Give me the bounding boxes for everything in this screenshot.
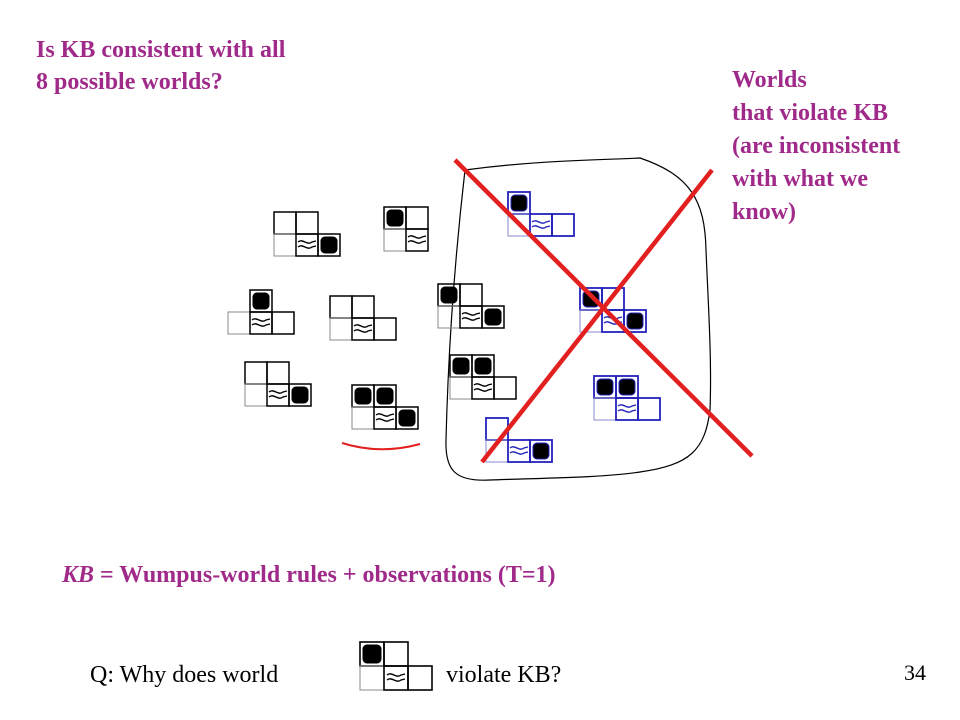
page-number: 34 (904, 660, 926, 685)
kb-abbrev: KB (62, 562, 95, 588)
question-suffix: violate KB? (446, 662, 562, 688)
kb-definition: KB = Wumpus-world rules + observations (… (62, 562, 556, 589)
kb-definition-rest: = Wumpus-world rules + observations (T=1… (94, 562, 556, 588)
pit-icon (354, 387, 372, 405)
breeze-icon (386, 673, 406, 682)
pit-icon (376, 387, 394, 405)
inconsistent-region-outline (445, 157, 712, 481)
violating-worlds-label: Worlds that violate KB (are inconsistent… (732, 64, 900, 228)
question-world-thumbnail (359, 641, 433, 691)
pit-icon (398, 409, 416, 427)
question-prefix: Q: Why does world (90, 662, 279, 688)
inconsistent-world-grid (485, 417, 553, 463)
breeze-icon (407, 235, 427, 244)
pit-icon (626, 312, 644, 330)
breeze-icon (268, 390, 288, 399)
breeze-icon (375, 413, 395, 422)
pit-icon (532, 442, 550, 460)
violate-line-3: (are inconsistent (732, 132, 901, 159)
violate-line-2: that violate KB (732, 99, 888, 126)
world-grid (351, 384, 419, 430)
pit-icon (618, 378, 636, 396)
inconsistent-world-grid (593, 375, 661, 421)
pit-icon (386, 209, 404, 227)
title-line-1: Is KB consistent with all (36, 37, 286, 63)
pit-icon (252, 292, 270, 310)
breeze-icon (509, 446, 529, 455)
world-grid (227, 289, 295, 335)
breeze-icon (297, 240, 317, 249)
slide-title: Is KB consistent with all 8 possible wor… (36, 34, 285, 99)
world-grid (329, 295, 397, 341)
breeze-icon (251, 318, 271, 327)
world-grid (437, 283, 505, 329)
world-grid (273, 211, 341, 257)
breeze-icon (473, 383, 493, 392)
world-grid (449, 354, 517, 400)
violate-line-5: know) (732, 198, 797, 225)
pit-icon (452, 357, 470, 375)
violate-line-1: Worlds (732, 67, 807, 93)
pit-icon (291, 386, 309, 404)
breeze-icon (353, 324, 373, 333)
title-line-2: 8 possible worlds? (36, 69, 223, 96)
world-grid (383, 206, 429, 252)
pit-icon (510, 194, 528, 212)
breeze-icon (531, 220, 551, 229)
pit-icon (320, 236, 338, 254)
pit-icon (474, 357, 492, 375)
world-grid (244, 361, 312, 407)
breeze-icon (461, 312, 481, 321)
violate-line-4: with what we (732, 165, 868, 192)
breeze-icon (617, 404, 637, 413)
pit-icon (440, 286, 458, 304)
inconsistent-world-grid (579, 287, 647, 333)
pit-icon (596, 378, 614, 396)
highlight-arc (341, 442, 421, 451)
cross-out-line-2 (480, 168, 714, 464)
pit-icon (484, 308, 502, 326)
pit-icon (362, 644, 382, 664)
inconsistent-world-grid (507, 191, 575, 237)
pit-icon (582, 290, 600, 308)
